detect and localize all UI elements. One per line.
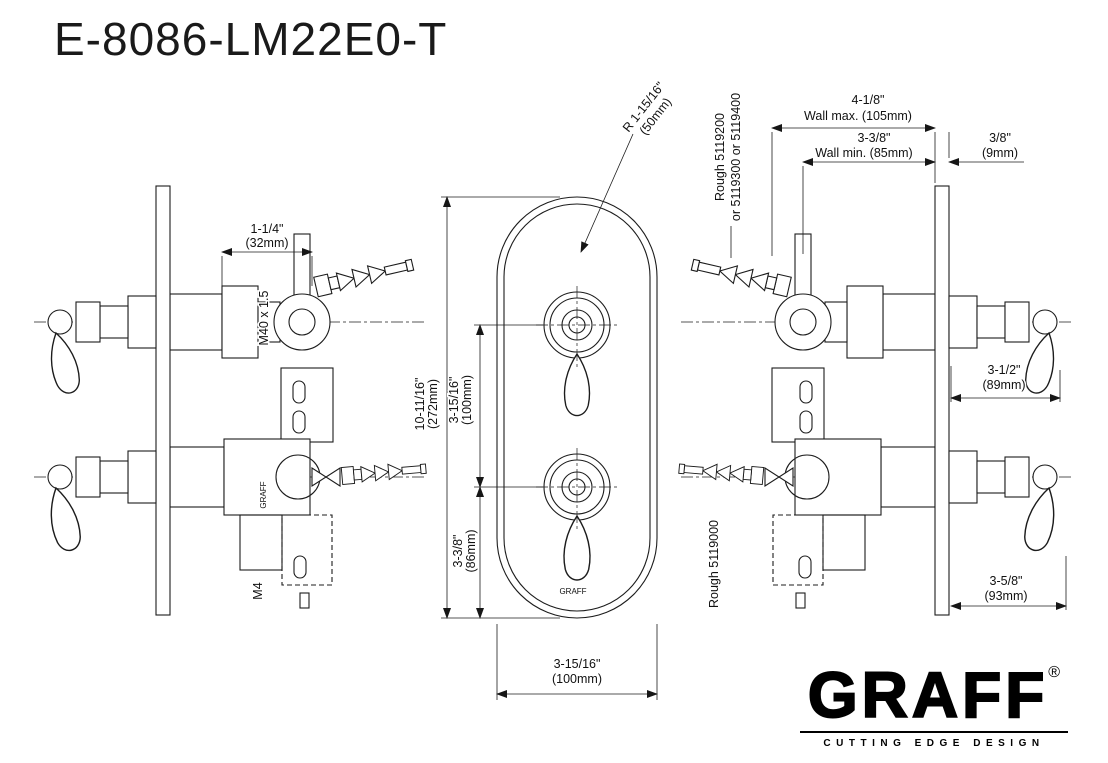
left-view-dimensions: 1-1/4" (32mm) M40 x 1.5 M4 GRAFF [221,222,313,601]
plate-brand-label: GRAFF [559,587,586,596]
registered-mark-icon: ® [1048,664,1061,681]
dim-bottom-offset-in: 3-3/8" [451,535,465,568]
rough-valve-label-1: Rough 5119200 [713,113,727,201]
dim-wall-max-label: Wall max. (105mm) [804,109,912,123]
dim-total-height-mm: (272mm) [426,379,440,429]
dim-total-height-in: 10-11/16" [413,378,427,431]
dim-handle-projection-lower-mm: (93mm) [984,589,1027,603]
dim-bottom-offset-mm: (86mm) [464,529,478,572]
logo-divider [800,731,1068,733]
dim-plate-width-in: 3-15/16" [554,657,601,671]
dim-handle-projection-upper-mm: (89mm) [982,378,1025,392]
dim-handle-offset-in: 1-1/4" [251,222,284,236]
left-side-view [34,186,427,615]
dim-wall-min-label: Wall min. (85mm) [815,146,912,160]
right-side-view [678,186,1071,615]
dim-handle-spacing-in: 3-15/16" [447,377,461,424]
dim-handle-spacing-mm: (100mm) [460,375,474,425]
dim-handle-offset-mm: (32mm) [245,236,288,250]
screw-size-label: M4 [251,582,265,599]
dim-handle-projection-lower-in: 3-5/8" [990,574,1023,588]
right-view-dimensions: 4-1/8" Wall max. (105mm) 3-3/8" Wall min… [706,91,1067,610]
dim-handle-projection-upper-in: 3-1/2" [988,363,1021,377]
logo-brand: GRAFF [807,659,1049,731]
dim-plate-thickness-mm: (9mm) [982,146,1018,160]
dim-wall-max-in: 4-1/8" [852,93,885,107]
dim-plate-thickness-in: 3/8" [989,131,1011,145]
front-view: GRAFF [496,196,658,619]
rough-valve-label-2: or 5119300 or 5119400 [729,93,743,221]
graff-logo: GRAFF ® CUTTING EDGE DESIGN [800,659,1068,749]
thread-size-label: M40 x 1.5 [257,291,271,346]
dim-wall-min-in: 3-3/8" [858,131,891,145]
logo-tagline: CUTTING EDGE DESIGN [823,738,1045,749]
rough-valve-label-bottom: Rough 5119000 [707,520,721,608]
model-number: E-8086-LM22E0-T [54,13,448,65]
body-brand-label: GRAFF [259,481,268,508]
dim-plate-width-mm: (100mm) [552,672,602,686]
